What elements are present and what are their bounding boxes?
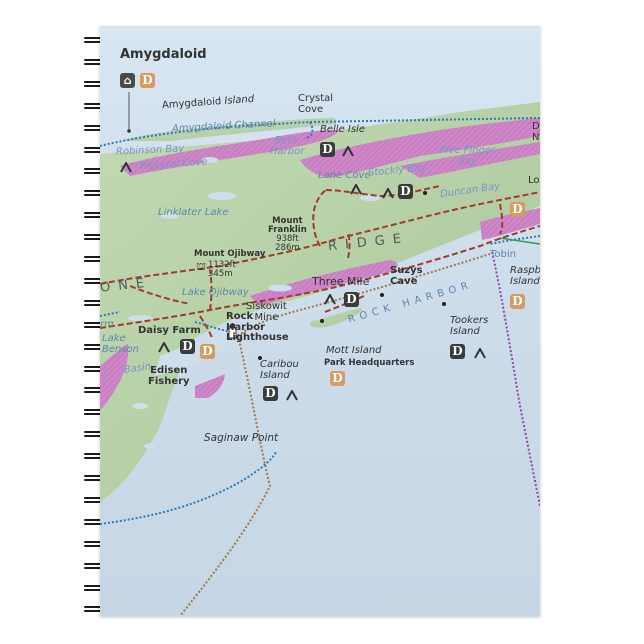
campground-icon <box>324 294 336 305</box>
dock-icon: D <box>450 344 465 359</box>
campground-icon <box>474 348 486 359</box>
dock-icon: D <box>330 371 345 386</box>
campground-icon <box>120 162 132 173</box>
campground-icon <box>342 146 354 157</box>
label-lake-richie: rm <box>100 319 114 330</box>
map-graphic <box>100 92 540 616</box>
label-edge-lo: Lo <box>528 175 540 186</box>
dock-icon: D <box>200 344 215 359</box>
label-park-headquarters: Park Headquarters <box>324 358 415 368</box>
location-dot <box>258 356 262 360</box>
label-three-mile: Three Mile <box>312 275 370 288</box>
campground-icon <box>382 188 394 199</box>
location-dot <box>320 319 324 323</box>
campground-icon <box>350 184 362 195</box>
dock-icon: D <box>180 339 195 354</box>
label-amygdaloid: Amygdaloid <box>120 47 207 62</box>
location-dot <box>380 293 384 297</box>
dock-icon: D <box>140 73 155 88</box>
fire-tower-icon: ⛫ <box>196 260 207 273</box>
ferry-route-amygdaloid <box>100 120 314 147</box>
hiking-trails <box>100 185 540 339</box>
notebook-cover-map: Amygdaloid ⌂ D Amygdaloid Island Crystal… <box>100 26 540 616</box>
location-dot <box>442 302 446 306</box>
location-dot <box>423 191 427 195</box>
campground-icon <box>158 342 170 353</box>
dock-icon: D <box>320 142 335 157</box>
label-mount-ojibway: Mount Ojibway <box>194 249 266 259</box>
label-belle-isle: Belle Isle <box>320 124 365 135</box>
ferry-route-purple <box>491 251 540 507</box>
label-lake-ojibway: Lake Ojibway <box>182 287 249 298</box>
campground-icon <box>286 390 298 401</box>
label-linklater-lake: Linklater Lake <box>158 207 229 218</box>
dock-icon: D <box>510 294 525 309</box>
ferry-route-blue <box>100 451 277 525</box>
ranger-station-icon: ⌂ <box>120 73 135 88</box>
label-daisy-farm: Daisy Farm <box>138 325 201 336</box>
dock-icon: D <box>398 184 413 199</box>
main-island <box>100 102 540 502</box>
dock-icon: D <box>263 386 278 401</box>
label-lane-cove: Lane Cove <box>318 170 371 181</box>
label-saginaw-point: Saginaw Point <box>204 432 279 444</box>
ferry-route-brown <box>237 253 491 337</box>
label-mott-island: Mott Island <box>326 345 382 356</box>
label-tobin: Tobin <box>490 249 516 260</box>
dock-icon: D <box>344 292 359 307</box>
dock-icon: D <box>510 202 525 217</box>
